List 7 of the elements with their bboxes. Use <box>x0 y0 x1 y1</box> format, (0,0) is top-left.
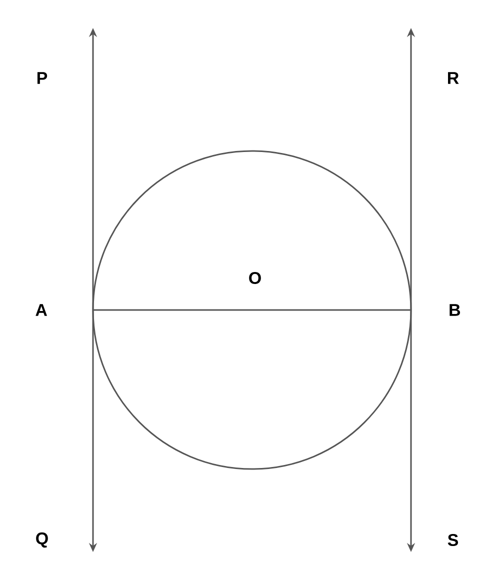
point-label: B <box>450 304 460 316</box>
point-label: P <box>37 72 48 84</box>
point-label: A <box>36 304 48 316</box>
point-label: Q <box>36 532 48 548</box>
circle-drawing: O <box>92 150 412 470</box>
point-label: R <box>448 72 459 84</box>
point-label: S <box>448 534 458 546</box>
